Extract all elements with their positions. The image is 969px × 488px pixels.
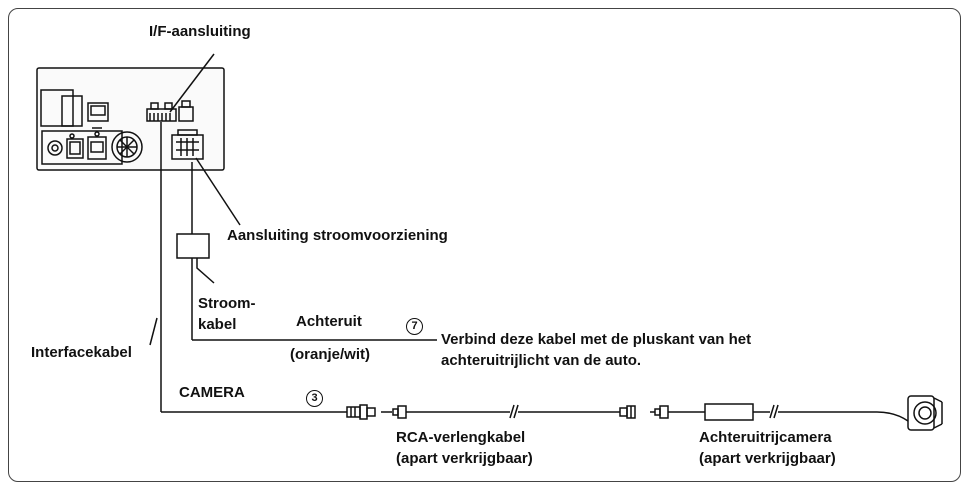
rca-plug-icon: [346, 404, 376, 420]
interface-cable-label: Interfacekabel: [31, 344, 132, 361]
reverse-note-line-1: Verbind deze kabel met de pluskant van h…: [441, 331, 752, 348]
reverse-label: Achteruit: [296, 313, 362, 330]
marker-camera: 3: [306, 390, 323, 407]
power-connector-label: Aansluiting stroomvoorziening: [227, 227, 448, 244]
camera-label: CAMERA: [179, 384, 245, 401]
rca-cable-label-1: RCA-verlengkabel: [396, 429, 526, 446]
power-cable-label-1: Stroom-: [198, 295, 256, 312]
rca-cable-label-2: (apart verkrijgbaar): [396, 450, 533, 467]
reverse-note-line-2: achteruitrijlicht van de auto.: [441, 352, 642, 369]
rear-camera-label-2: (apart verkrijgbaar): [699, 450, 836, 467]
power-cable-label-2: kabel: [198, 316, 237, 333]
head-unit-rear-panel-icon: [36, 67, 225, 171]
rear-camera-label-1: Achteruitrijcamera: [699, 429, 832, 446]
if-connector-label: I/F-aansluiting: [149, 23, 251, 40]
marker-reverse: 7: [406, 318, 423, 335]
camera-head-icon: [907, 395, 943, 431]
reverse-color-label: (oranje/wit): [290, 346, 371, 363]
